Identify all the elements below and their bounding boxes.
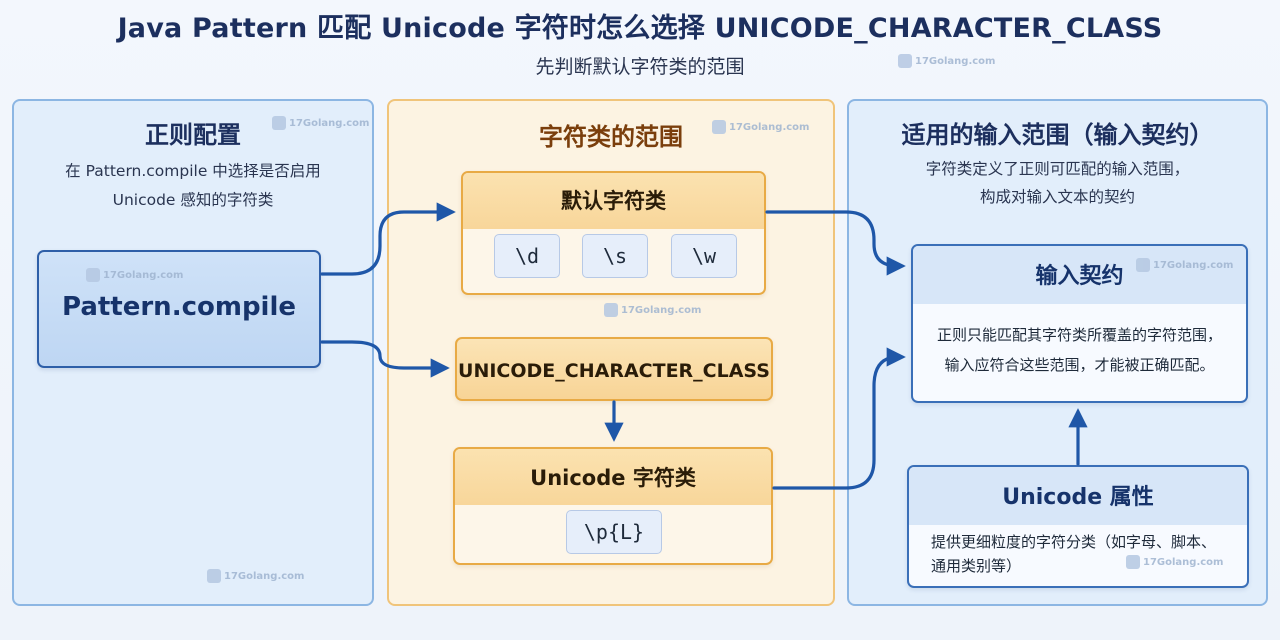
diagram-title: Java Pattern 匹配 Unicode 字符时怎么选择 UNICODE_…: [117, 13, 1163, 44]
watermark: 17Golang.com: [207, 569, 304, 583]
regex-config-desc-line2: Unicode 感知的字符类: [112, 191, 274, 209]
pattern-compile-label: Pattern.compile: [61, 292, 297, 322]
chip-digit: \d: [494, 234, 560, 278]
chip-word: \w: [671, 234, 737, 278]
input-contract-box: 输入契约 正则只能匹配其字符类所覆盖的字符范围， 输入应符合这些范围，才能被正确…: [911, 244, 1248, 403]
input-contract-line1: 正则只能匹配其字符类所覆盖的字符范围，: [936, 326, 1222, 344]
input-contract-title: 输入契约: [913, 246, 1246, 304]
watermark-logo-icon: [604, 303, 618, 317]
unicode-character-class-label: UNICODE_CHARACTER_CLASS: [458, 360, 770, 382]
regex-config-title: 正则配置: [145, 121, 241, 149]
watermark: 17Golang.com: [1136, 258, 1233, 272]
diagram-subtitle: 先判断默认字符类的范围: [535, 56, 745, 78]
watermark: 17Golang.com: [898, 54, 995, 68]
pattern-compile-box: Pattern.compile: [37, 250, 321, 368]
chip-space: \s: [582, 234, 648, 278]
char-class-range-title: 字符类的范围: [539, 123, 683, 151]
input-range-desc-line2: 构成对输入文本的契约: [979, 188, 1135, 206]
watermark-logo-icon: [898, 54, 912, 68]
unicode-properties-title: Unicode 属性: [909, 467, 1247, 525]
chip-letter-property: \p{L}: [566, 510, 662, 554]
unicode-char-class-title: Unicode 字符类: [455, 449, 771, 505]
watermark: 17Golang.com: [712, 120, 809, 134]
watermark-logo-icon: [207, 569, 221, 583]
watermark-logo-icon: [712, 120, 726, 134]
watermark-logo-icon: [1126, 555, 1140, 569]
watermark-logo-icon: [272, 116, 286, 130]
default-char-class-title: 默认字符类: [463, 173, 764, 229]
unicode-character-class-box: UNICODE_CHARACTER_CLASS: [455, 337, 773, 401]
unicode-properties-line1: 提供更细粒度的字符分类（如字母、脚本、: [931, 533, 1217, 551]
watermark: 17Golang.com: [272, 116, 369, 130]
default-char-class-box: 默认字符类 \d \s \w: [461, 171, 766, 295]
watermark: 17Golang.com: [1126, 555, 1223, 569]
arrow-unicode-class-to-contract: [772, 347, 906, 490]
regex-config-desc-line1: 在 Pattern.compile 中选择是否启用: [65, 162, 321, 180]
arrow-compile-to-default: [320, 202, 456, 276]
unicode-char-class-box: Unicode 字符类 \p{L}: [453, 447, 773, 565]
input-range-desc-line1: 字符类定义了正则可匹配的输入范围，: [925, 160, 1190, 178]
watermark: 17Golang.com: [86, 268, 183, 282]
unicode-properties-box: Unicode 属性 提供更细粒度的字符分类（如字母、脚本、 通用类别等）: [907, 465, 1249, 588]
watermark-logo-icon: [86, 268, 100, 282]
input-range-title: 适用的输入范围（输入契约）: [901, 121, 1214, 149]
arrow-default-to-contract: [765, 210, 906, 276]
input-contract-line2: 输入应符合这些范围，才能被正确匹配。: [944, 356, 1215, 374]
arrow-compile-to-ucc: [320, 340, 450, 378]
watermark: 17Golang.com: [604, 303, 701, 317]
watermark-logo-icon: [1136, 258, 1150, 272]
unicode-properties-line2: 通用类别等）: [931, 557, 1022, 575]
